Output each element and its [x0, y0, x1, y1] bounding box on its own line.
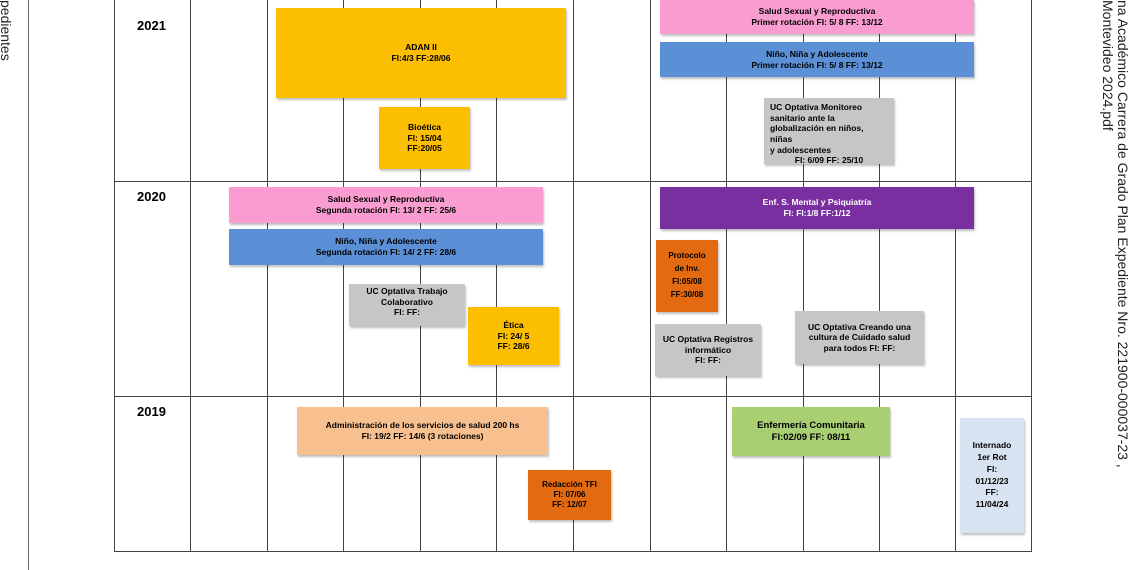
- course-redaccion-tfi: Redacción TFI FI: 07/06 FF: 12/07: [528, 470, 611, 520]
- course-start: FI: 15/04: [407, 132, 442, 143]
- course-end: FF: 28/6: [497, 341, 530, 352]
- course-title: Niño, Niña y Adolescente: [766, 48, 868, 59]
- course-title: Administración de los servicios de salud…: [325, 420, 520, 431]
- course-uc-registros: UC Optativa Registros informático FI: FF…: [655, 324, 761, 376]
- course-title: Bioética: [407, 122, 442, 133]
- course-title: Enf. S. Mental y Psiquiatría: [762, 197, 872, 208]
- course-administracion: Administración de los servicios de salud…: [297, 407, 548, 455]
- course-etica: Ética FI: 24/ 5 FF: 28/6: [468, 307, 559, 365]
- course-uc-cuidado: UC Optativa Creando una cultura de Cuida…: [795, 311, 924, 364]
- course-title: Ética: [503, 320, 524, 331]
- course-ssr-segunda: Salud Sexual y Reproductiva Segunda rota…: [229, 187, 543, 223]
- course-enf-comunitaria: Enfermería Comunitaria FI:02/09 FF: 08/1…: [732, 407, 890, 456]
- course-internado: Internado 1er Rot FI: 01/12/23 FF: 11/04…: [960, 418, 1024, 533]
- course-nna-primer: Niño, Niña y Adolescente Primer rotación…: [660, 42, 974, 77]
- course-ssr-primer: Salud Sexual y Reproductiva Primer rotac…: [660, 0, 974, 34]
- course-dates: Primer rotación FI: 5/ 8 FF: 13/12: [751, 59, 883, 70]
- course-uc-trabajo: UC Optativa Trabajo Colaborativo FI: FF:: [349, 284, 465, 326]
- course-title: UC Optativa Monitoreo sanitario ante la …: [770, 102, 864, 155]
- course-dates: Segunda rotación FI: 14/ 2 FF: 28/6: [315, 247, 457, 257]
- right-margin-text-2: Montevideo 2024.pdf: [1100, 0, 1116, 131]
- course-nna-segunda: Niño, Niña y Adolescente Segunda rotació…: [229, 229, 543, 265]
- course-title: Protocolo de Inv. FI:05/08 FF:30/08: [668, 251, 706, 299]
- course-title: Enfermería Comunitaria: [757, 419, 865, 431]
- course-dates: Segunda rotación FI: 13/ 2 FF: 25/6: [315, 205, 457, 215]
- course-dates: FI:02/09 FF: 08/11: [771, 431, 851, 443]
- course-title: Redacción TFI FI: 07/06 FF: 12/07: [542, 480, 597, 509]
- course-uc-monitoreo: UC Optativa Monitoreo sanitario ante la …: [764, 98, 894, 166]
- left-rule: [28, 0, 29, 570]
- course-start: FI: 24/ 5: [497, 330, 530, 341]
- right-margin-text-1: na Académico Carrera de Grado Plan Exped…: [1115, 0, 1131, 468]
- course-title: UC Optativa Creando una cultura de Cuida…: [808, 321, 911, 353]
- year-2020: 2020: [137, 189, 166, 204]
- left-margin-text: pedientes: [0, 0, 14, 61]
- course-title: Internado 1er Rot FI: 01/12/23 FF: 11/04…: [972, 439, 1012, 510]
- course-protocolo: Protocolo de Inv. FI:05/08 FF:30/08: [656, 240, 718, 312]
- course-title: Salud Sexual y Reproductiva: [327, 194, 445, 205]
- course-dates: Primer rotación FI: 5/ 8 FF: 13/12: [751, 17, 883, 27]
- course-adan-ii: ADAN II FI:4/3 FF:28/06: [276, 8, 566, 98]
- course-title: UC Optativa Trabajo Colaborativo FI: FF:: [366, 286, 448, 318]
- year-2019: 2019: [137, 404, 166, 419]
- course-dates: FI: 19/2 FF: 14/6 (3 rotaciones): [361, 431, 484, 441]
- course-title: Salud Sexual y Reproductiva: [758, 6, 876, 17]
- course-bioetica: Bioética FI: 15/04 FF:20/05: [379, 107, 470, 169]
- year-2021: 2021: [137, 18, 166, 33]
- course-title: ADAN II: [405, 42, 437, 53]
- course-end: FF:20/05: [407, 143, 442, 154]
- course-title: Niño, Niña y Adolescente: [335, 236, 437, 247]
- course-enf-mental: Enf. S. Mental y Psiquiatría FI: FI:1/8 …: [660, 187, 974, 229]
- course-title: UC Optativa Registros informático FI: FF…: [662, 334, 754, 366]
- course-dates: FI: FI:1/8 FF:1/12: [783, 208, 851, 218]
- course-dates: FI: 6/09 FF: 25/10: [794, 155, 864, 166]
- course-dates: FI:4/3 FF:28/06: [391, 53, 451, 63]
